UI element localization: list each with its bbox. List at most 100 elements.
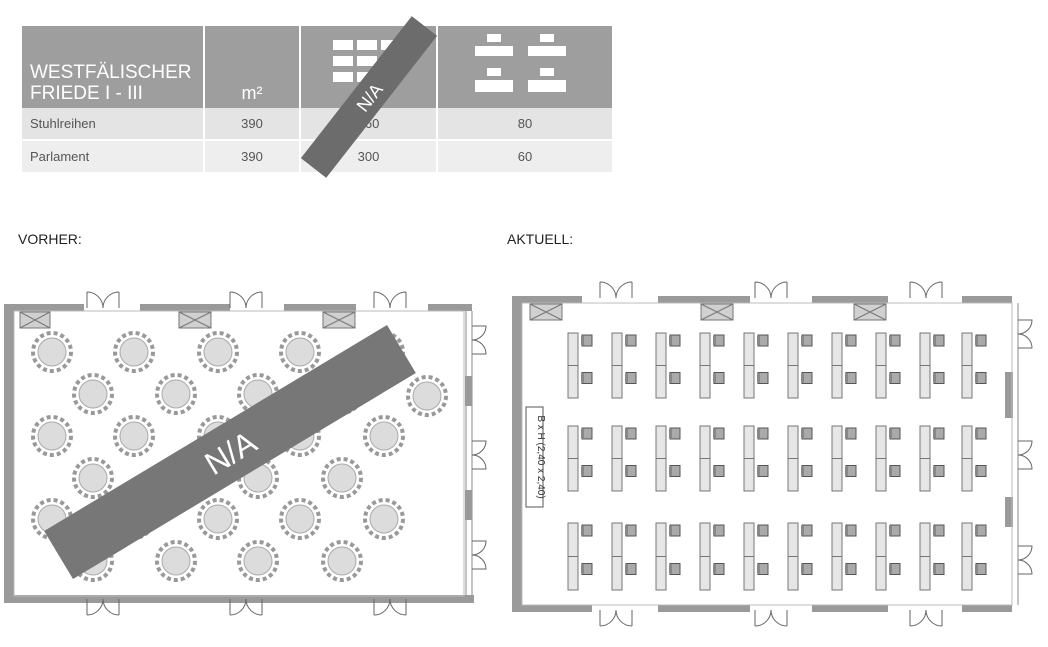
round-table (197, 331, 239, 373)
desk-pair (743, 332, 769, 399)
wall (4, 304, 14, 603)
column-pillar (19, 311, 51, 329)
table-na-banner: N/A (300, 16, 438, 178)
desk-pair (831, 425, 857, 492)
door-icon (599, 281, 633, 299)
desk-pair (875, 522, 901, 591)
round-table (72, 457, 114, 499)
door-icon (86, 598, 120, 616)
door-icon (471, 540, 487, 570)
table-row: Stuhlreihen 390 360 80 (22, 108, 612, 141)
wall-segment (658, 296, 750, 303)
chair-block (357, 56, 377, 66)
desk-pair (611, 425, 637, 492)
door-icon (599, 609, 633, 627)
desk-pair (831, 522, 857, 591)
wall (4, 595, 474, 603)
desk-pair (699, 522, 725, 591)
desk-pair (919, 522, 945, 591)
column-pillar (178, 311, 212, 329)
unit-header: m² (205, 26, 299, 108)
round-table (197, 498, 239, 540)
desk-pair (787, 332, 813, 399)
door-icon (86, 291, 120, 309)
desk-pair (961, 522, 987, 591)
wall-segment (1005, 497, 1013, 527)
door-icon (373, 291, 407, 309)
column-pillar (700, 303, 734, 321)
classroom-layout-icon (438, 26, 612, 108)
wall-segment (284, 304, 356, 311)
door-icon (754, 609, 788, 627)
room-outline (521, 302, 1013, 606)
wall-segment (658, 605, 750, 612)
wall-segment (512, 296, 582, 303)
table-block (540, 68, 554, 76)
round-table (113, 415, 155, 457)
na-banner: N/A (44, 324, 416, 580)
round-table (279, 498, 321, 540)
desk-pair (567, 332, 593, 399)
desk-pair (611, 332, 637, 399)
dimension-text: B x H (2,40 x 2,40) (535, 415, 546, 498)
wall-segment (140, 304, 230, 311)
desk-pair (743, 522, 769, 591)
wall-segment (812, 296, 888, 303)
door-icon (373, 598, 407, 616)
desk-pair (919, 425, 945, 492)
door-icon (471, 440, 487, 470)
room-outline (13, 310, 465, 597)
wall-segment (962, 296, 1012, 303)
desk-pair (699, 425, 725, 492)
wall-segment (284, 596, 354, 603)
table-block (540, 34, 554, 42)
door-icon (471, 325, 487, 355)
table-block (487, 34, 501, 42)
current-label: AKTUELL: (507, 231, 574, 247)
column-pillar (853, 303, 887, 321)
chair-block (333, 72, 353, 82)
wall-segment (465, 376, 472, 406)
chair-block (333, 40, 353, 50)
door-icon (909, 609, 943, 627)
wall (512, 296, 522, 612)
wall-segment (512, 605, 592, 612)
wall-segment (428, 304, 472, 311)
round-table (363, 415, 405, 457)
desk-pair (875, 425, 901, 492)
desk-pair (743, 425, 769, 492)
door-icon (754, 281, 788, 299)
desk-pair (611, 522, 637, 591)
round-table (279, 331, 321, 373)
round-table (72, 373, 114, 415)
round-table (113, 331, 155, 373)
desk-pair (567, 522, 593, 591)
door-icon (229, 291, 263, 309)
table-block (475, 46, 513, 56)
desk-pair (567, 425, 593, 492)
round-table (31, 415, 73, 457)
wall-segment (4, 304, 84, 311)
wall-segment (428, 596, 472, 603)
column-pillar (322, 311, 356, 329)
table-block (528, 46, 566, 56)
wall-segment (962, 605, 1012, 612)
table-block (475, 80, 513, 92)
round-table (363, 498, 405, 540)
door-icon (909, 281, 943, 299)
round-table (237, 540, 279, 582)
chair-block (357, 40, 377, 50)
door-icon (229, 598, 263, 616)
desk-pair (655, 332, 681, 399)
table-block (528, 80, 566, 92)
desk-pair (655, 425, 681, 492)
desk-pair (961, 332, 987, 399)
desk-pair (919, 332, 945, 399)
round-table (155, 373, 197, 415)
before-label: VORHER: (18, 231, 82, 247)
wall-segment (465, 490, 472, 520)
wall-segment (1005, 372, 1013, 418)
door-icon (1017, 545, 1033, 575)
